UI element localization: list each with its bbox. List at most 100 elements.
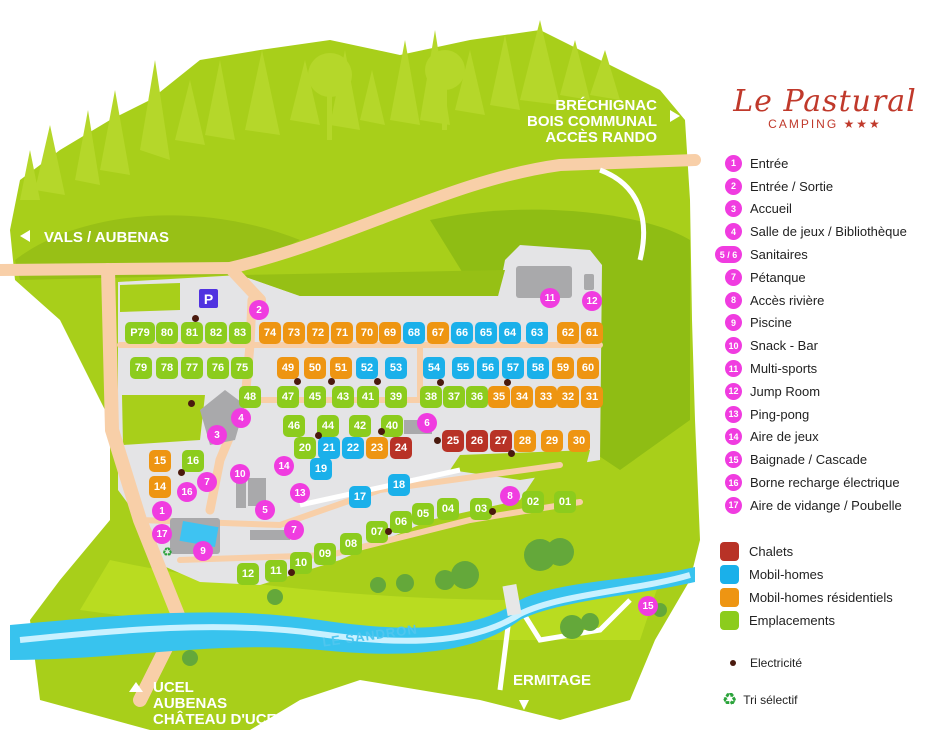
plot-54[interactable]: 54 [423,357,445,379]
plot-44[interactable]: 44 [317,415,339,437]
plot-05[interactable]: 05 [412,503,434,525]
plot-66[interactable]: 66 [451,322,473,344]
poi-marker-6[interactable]: 6 [417,413,437,433]
plot-80[interactable]: 80 [156,322,178,344]
poi-marker-14[interactable]: 14 [274,456,294,476]
plot-75[interactable]: 75 [231,357,253,379]
plot-50[interactable]: 50 [304,357,326,379]
plot-25[interactable]: 25 [442,430,464,452]
plot-35[interactable]: 35 [488,386,510,408]
poi-marker-9[interactable]: 9 [193,541,213,561]
plot-12[interactable]: 12 [237,563,259,585]
poi-marker-17[interactable]: 17 [152,524,172,544]
plot-14[interactable]: 14 [149,476,171,498]
plot-43[interactable]: 43 [332,386,354,408]
plot-81[interactable]: 81 [181,322,203,344]
plot-28[interactable]: 28 [514,430,536,452]
plot-34[interactable]: 34 [511,386,533,408]
plot-41[interactable]: 41 [357,386,379,408]
poi-marker-3[interactable]: 3 [207,425,227,445]
plot-64[interactable]: 64 [499,322,521,344]
plot-55[interactable]: 55 [452,357,474,379]
plot-56[interactable]: 56 [477,357,499,379]
plot-47[interactable]: 47 [277,386,299,408]
plot-19[interactable]: 19 [310,458,332,480]
poi-marker-15[interactable]: 15 [638,596,658,616]
poi-marker-2[interactable]: 2 [249,300,269,320]
plot-27[interactable]: 27 [490,430,512,452]
plot-76[interactable]: 76 [207,357,229,379]
plot-58[interactable]: 58 [527,357,549,379]
plot-61[interactable]: 61 [581,322,603,344]
poi-marker-11[interactable]: 11 [540,288,560,308]
plot-68[interactable]: 68 [403,322,425,344]
plot-07[interactable]: 07 [366,521,388,543]
plot-62[interactable]: 62 [557,322,579,344]
plot-37[interactable]: 37 [443,386,465,408]
poi-marker-16[interactable]: 16 [177,482,197,502]
plot-16[interactable]: 16 [182,450,204,472]
plot-29[interactable]: 29 [541,430,563,452]
plot-02[interactable]: 02 [522,491,544,513]
plot-33[interactable]: 33 [535,386,557,408]
poi-marker-4[interactable]: 4 [231,408,251,428]
plot-21[interactable]: 21 [318,437,340,459]
poi-marker-12[interactable]: 12 [582,291,602,311]
poi-marker-13[interactable]: 13 [290,483,310,503]
plot-20[interactable]: 20 [294,437,316,459]
plot-11[interactable]: 11 [265,560,287,582]
plot-09[interactable]: 09 [314,543,336,565]
plot-26[interactable]: 26 [466,430,488,452]
plot-83[interactable]: 83 [229,322,251,344]
plot-06[interactable]: 06 [390,511,412,533]
plot-04[interactable]: 04 [437,498,459,520]
plot-71[interactable]: 71 [331,322,353,344]
plot-32[interactable]: 32 [557,386,579,408]
plot-78[interactable]: 78 [156,357,178,379]
plot-08[interactable]: 08 [340,533,362,555]
plot-49[interactable]: 49 [277,357,299,379]
plot-23[interactable]: 23 [366,437,388,459]
plot-36[interactable]: 36 [466,386,488,408]
plot-31[interactable]: 31 [581,386,603,408]
plot-70[interactable]: 70 [356,322,378,344]
plot-53[interactable]: 53 [385,357,407,379]
poi-marker-7[interactable]: 7 [284,520,304,540]
plot-24[interactable]: 24 [390,437,412,459]
plot-30[interactable]: 30 [568,430,590,452]
plot-69[interactable]: 69 [379,322,401,344]
plot-72[interactable]: 72 [307,322,329,344]
plot-38[interactable]: 38 [420,386,442,408]
plot-57[interactable]: 57 [502,357,524,379]
plot-01[interactable]: 01 [554,491,576,513]
plot-39[interactable]: 39 [385,386,407,408]
plot-17[interactable]: 17 [349,486,371,508]
poi-marker-5[interactable]: 5 [255,500,275,520]
plot-52[interactable]: 52 [356,357,378,379]
poi-marker-1[interactable]: 1 [152,501,172,521]
plot-82[interactable]: 82 [205,322,227,344]
plot-45[interactable]: 45 [304,386,326,408]
poi-marker-7[interactable]: 7 [197,472,217,492]
plot-10[interactable]: 10 [290,552,312,574]
plot-03[interactable]: 03 [470,498,492,520]
plot-65[interactable]: 65 [475,322,497,344]
plot-79[interactable]: 79 [130,357,152,379]
plot-46[interactable]: 46 [283,415,305,437]
plot-18[interactable]: 18 [388,474,410,496]
plot-15[interactable]: 15 [149,450,171,472]
plot-48[interactable]: 48 [239,386,261,408]
plot-40[interactable]: 40 [381,415,403,437]
poi-marker-10[interactable]: 10 [230,464,250,484]
plot-77[interactable]: 77 [181,357,203,379]
plot-74[interactable]: 74 [259,322,281,344]
plot-63[interactable]: 63 [526,322,548,344]
plot-51[interactable]: 51 [330,357,352,379]
plot-73[interactable]: 73 [283,322,305,344]
plot-60[interactable]: 60 [577,357,599,379]
plot-22[interactable]: 22 [342,437,364,459]
plot-59[interactable]: 59 [552,357,574,379]
plot-42[interactable]: 42 [349,415,371,437]
plot-P79[interactable]: P79 [125,322,155,344]
plot-67[interactable]: 67 [427,322,449,344]
